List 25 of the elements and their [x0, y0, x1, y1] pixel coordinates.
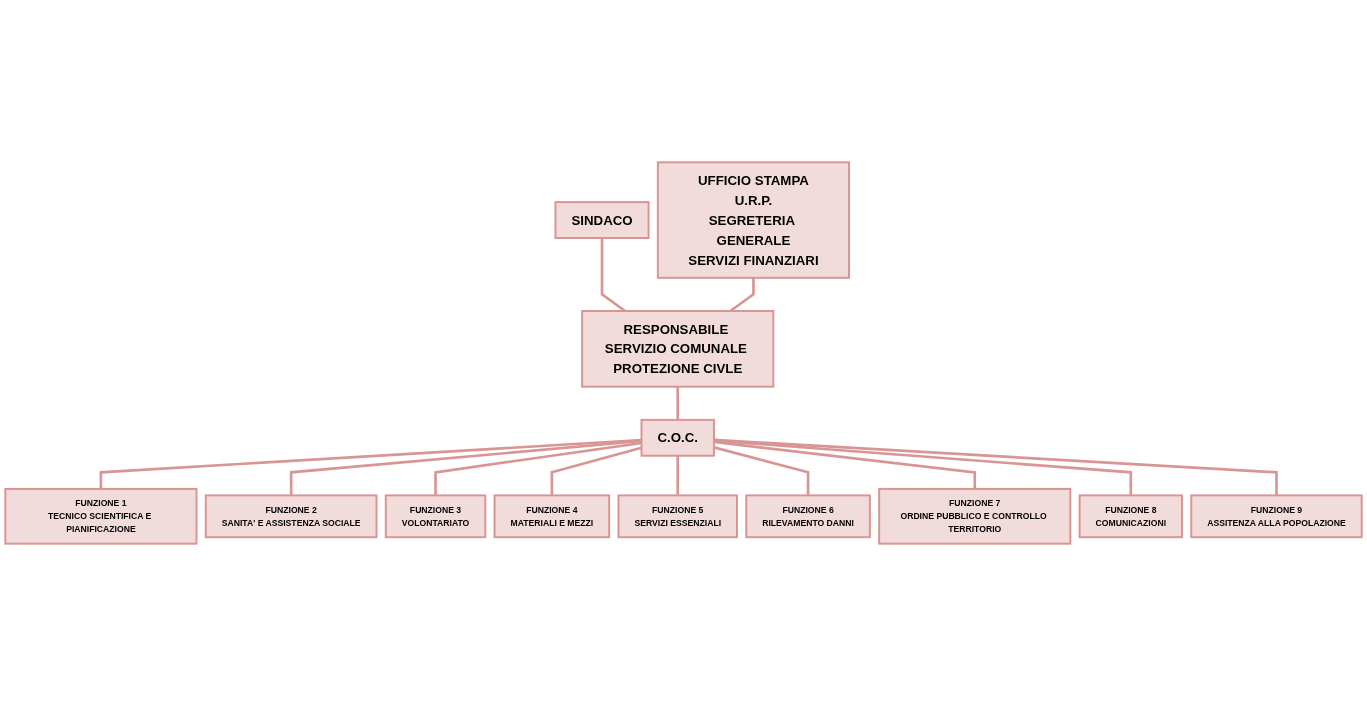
connector	[550, 446, 642, 496]
connector	[99, 438, 642, 489]
node-box: FUNZIONE 1 TECNICO SCIENTIFICA E PIANIFICAZIONE	[4, 487, 198, 545]
connector	[434, 441, 642, 496]
node-box: FUNZIONE 3 VOLONTARIATO	[384, 494, 487, 539]
node-box: UFFICIO STAMPA U.R.P. SEGRETERIA GENERALE SERVIZI FINANZIARI	[656, 161, 851, 279]
node-box: FUNZIONE 2 SANITA' E ASSISTENZA SOCIALE	[204, 494, 378, 539]
node-box: FUNZIONE 8 COMUNICAZIONI	[1078, 494, 1183, 539]
connector	[729, 277, 755, 313]
connector	[676, 455, 680, 496]
connector	[713, 440, 977, 489]
node-box: FUNZIONE 9 ASSITENZA ALLA POPOLAZIONE	[1190, 494, 1363, 539]
connector	[600, 238, 626, 313]
connector	[713, 446, 810, 496]
node-box: FUNZIONE 4 MATERIALI E MEZZI	[493, 494, 611, 539]
node-box: FUNZIONE 7 ORDINE PUBBLICO E CONTROLLO TERRITORIO	[878, 487, 1072, 545]
node-box: RESPONSABILE SERVIZIO COMUNALE PROTEZIONE CIVLE	[581, 310, 775, 388]
connector	[713, 439, 1133, 496]
connector	[713, 438, 1278, 496]
connector	[676, 386, 680, 420]
node-box: FUNZIONE 6 RILEVAMENTO DANNI	[745, 494, 871, 539]
node-box: SINDACO	[554, 201, 650, 239]
node-box: C.O.C.	[640, 418, 715, 457]
connector	[289, 439, 642, 496]
node-box: FUNZIONE 5 SERVIZI ESSENZIALI	[617, 494, 738, 539]
